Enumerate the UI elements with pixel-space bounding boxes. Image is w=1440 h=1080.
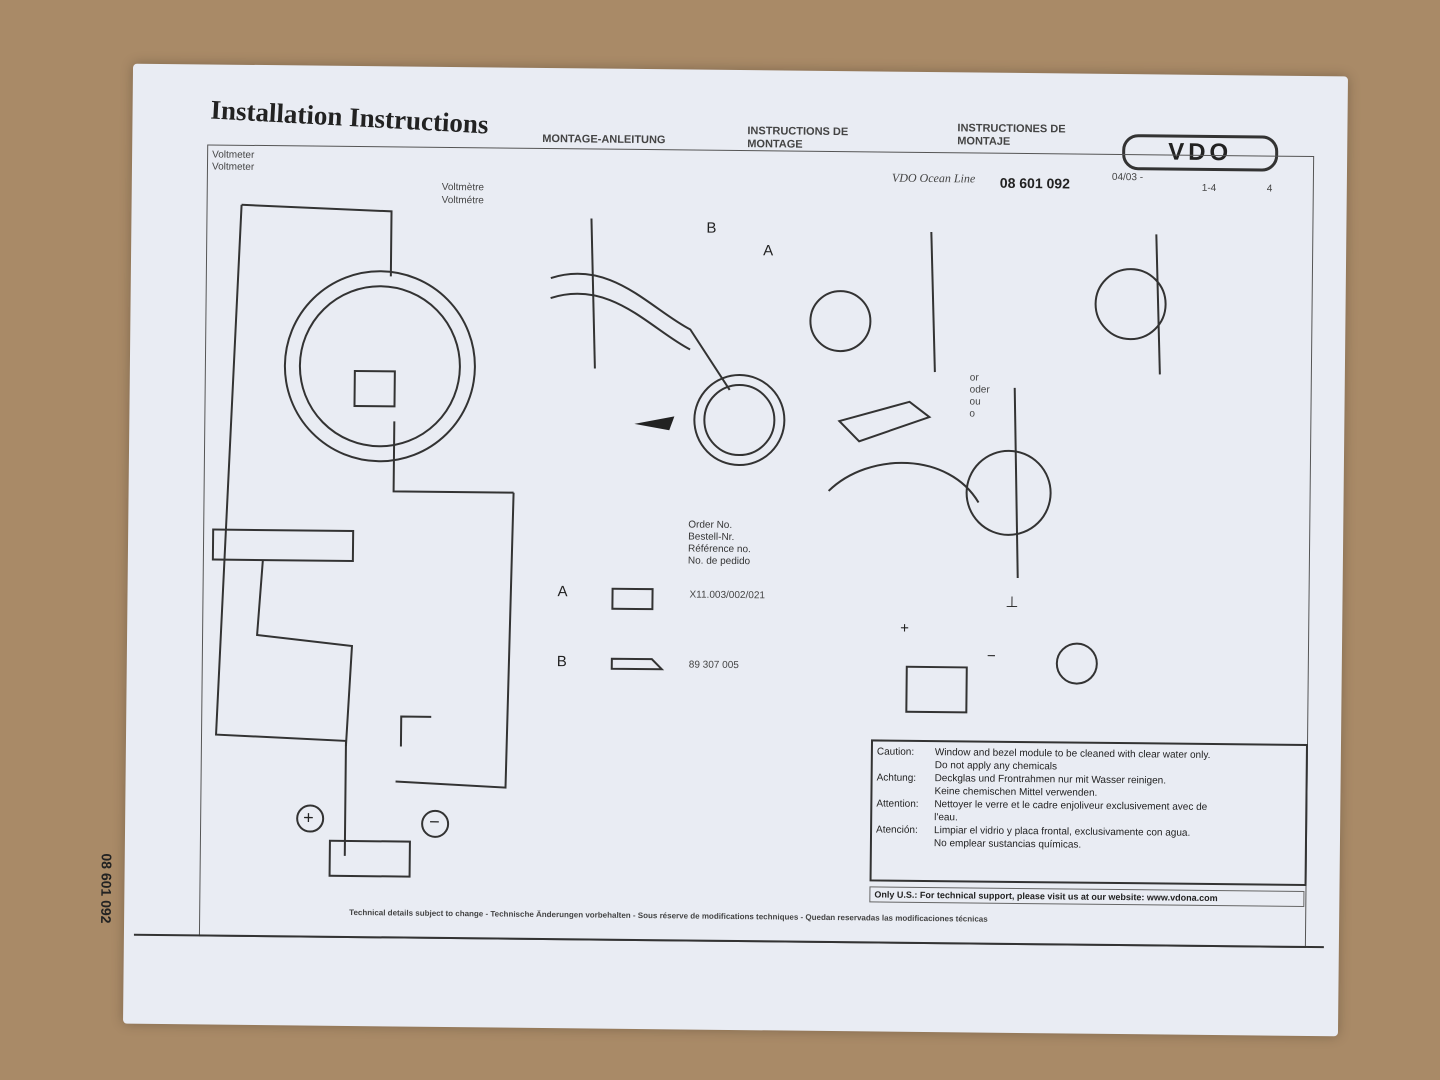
order-number-b: 89 307 005 (688, 659, 739, 672)
caution-label-en: Caution: (876, 746, 915, 758)
caution-label-de: Achtung: (876, 772, 917, 784)
order-label-a: A (557, 583, 568, 601)
order-heading-en: Order No. (688, 519, 733, 531)
label-b-top: B (706, 219, 717, 237)
plus-sign-2: + (900, 619, 910, 637)
order-heading-de: Bestell-Nr. (688, 531, 735, 543)
wiring-and-mounting-diagram (211, 203, 1167, 878)
minus-sign: − (429, 811, 440, 832)
caution-line: No emplear sustancias químicas. (933, 838, 1082, 851)
side-part-number: 08 601 092 (98, 853, 115, 924)
order-heading-es: No. de pedido (687, 555, 751, 568)
battery-icon (328, 839, 411, 878)
order-number-heading: Order No. Bestell-Nr. Référence no. No. … (688, 520, 751, 569)
label-a-top: A (763, 242, 774, 260)
ground-sign: ⊥ (1005, 593, 1019, 611)
caution-label-es: Atención: (876, 824, 918, 836)
caution-label-fr: Attention: (876, 798, 919, 810)
caution-box: Caution:Window and bezel module to be cl… (869, 739, 1308, 886)
or-text: or oder ou o (969, 372, 990, 420)
order-label-b: B (556, 653, 567, 671)
battery-icon-2 (905, 665, 968, 714)
gauge-rear (283, 270, 476, 463)
order-number-a: X11.003/002/021 (689, 589, 766, 602)
plus-sign: + (303, 807, 314, 828)
order-heading-fr: Référence no. (687, 543, 751, 556)
ignition-switch-icon (1055, 642, 1098, 685)
gauge-front (693, 374, 786, 467)
instruction-sheet: Installation Instructions MONTAGE-ANLEIT… (98, 63, 1348, 1037)
minus-sign-2: − (986, 647, 996, 665)
